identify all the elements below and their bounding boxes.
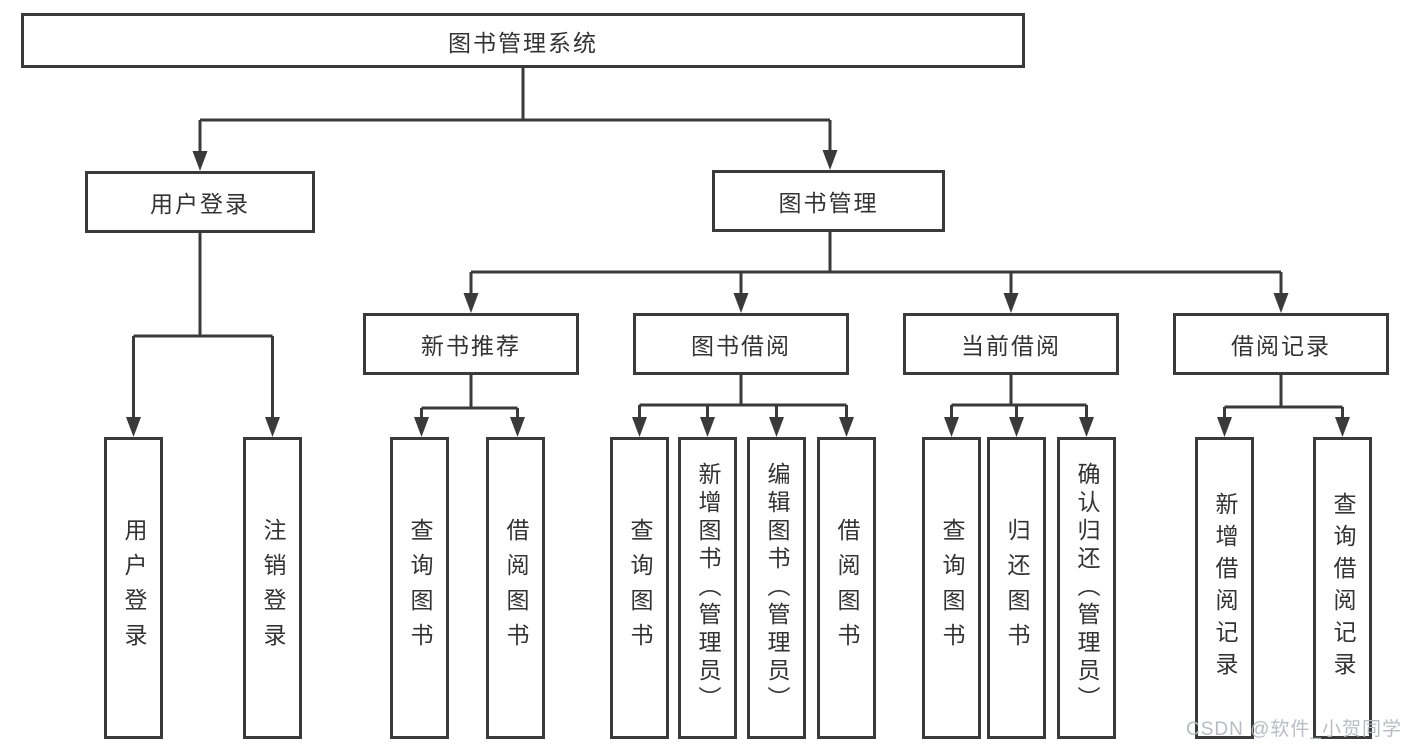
branch-current-borrowing <box>944 375 1094 437</box>
leaf-user-login: 用户登录 <box>104 437 163 739</box>
connector-arrowhead <box>1335 417 1350 437</box>
leaf-add-books-admin: 新增图书（管理员） <box>678 437 737 739</box>
branch-user-login <box>126 233 280 437</box>
leaf-return-books: 归还图书 <box>987 437 1046 739</box>
node-book-management: 图书管理 <box>712 170 945 232</box>
connector-arrowhead <box>1217 417 1232 437</box>
connector-arrowhead <box>265 417 280 437</box>
node-new-book-recommend: 新书推荐 <box>363 313 579 375</box>
connector-arrowhead <box>1009 417 1024 437</box>
connector-arrowhead <box>126 417 141 437</box>
node-borrowing-records: 借阅记录 <box>1173 313 1389 375</box>
leaf-query-books-2: 查询图书 <box>610 437 669 739</box>
leaf-borrow-books-2: 借阅图书 <box>817 437 876 739</box>
branch-book-borrowing <box>632 375 854 437</box>
leaf-query-borrow-record: 查询借阅记录 <box>1313 437 1372 739</box>
branch-book-management <box>463 232 1289 313</box>
leaf-borrow-books-1: 借阅图书 <box>486 437 545 739</box>
node-current-borrowing: 当前借阅 <box>903 313 1119 375</box>
connector-arrowhead <box>1003 293 1019 313</box>
branch-root <box>192 68 838 171</box>
connector-arrowhead <box>839 417 854 437</box>
leaf-edit-books-admin: 编辑图书（管理员） <box>747 437 806 739</box>
branch-new-books <box>414 375 525 437</box>
branch-borrow-records <box>1217 375 1350 437</box>
csdn-watermark: CSDN @软件_小贺同学 <box>1186 719 1402 740</box>
leaf-query-books-3: 查询图书 <box>922 437 981 739</box>
connector-arrowhead <box>510 417 525 437</box>
connector-arrowhead <box>414 417 429 437</box>
connector-arrowhead <box>769 417 784 437</box>
node-book-borrowing: 图书借阅 <box>633 313 849 375</box>
node-user-login: 用户登录 <box>85 171 315 233</box>
connector-arrowhead <box>1273 293 1289 313</box>
leaf-confirm-return-admin: 确认归还（管理员） <box>1057 437 1116 739</box>
leaf-add-borrow-record: 新增借阅记录 <box>1195 437 1254 739</box>
connector-arrowhead <box>1079 417 1094 437</box>
connector-arrowhead <box>632 417 647 437</box>
connector-arrowhead <box>463 293 479 313</box>
node-root-system: 图书管理系统 <box>21 13 1025 68</box>
connector-arrowhead <box>944 417 959 437</box>
connector-arrowhead <box>192 151 208 171</box>
leaf-query-books-1: 查询图书 <box>390 437 449 739</box>
connector-arrowhead <box>700 417 715 437</box>
connector-arrowhead <box>733 293 749 313</box>
connector-arrowhead <box>822 150 838 170</box>
leaf-logout: 注销登录 <box>243 437 302 739</box>
